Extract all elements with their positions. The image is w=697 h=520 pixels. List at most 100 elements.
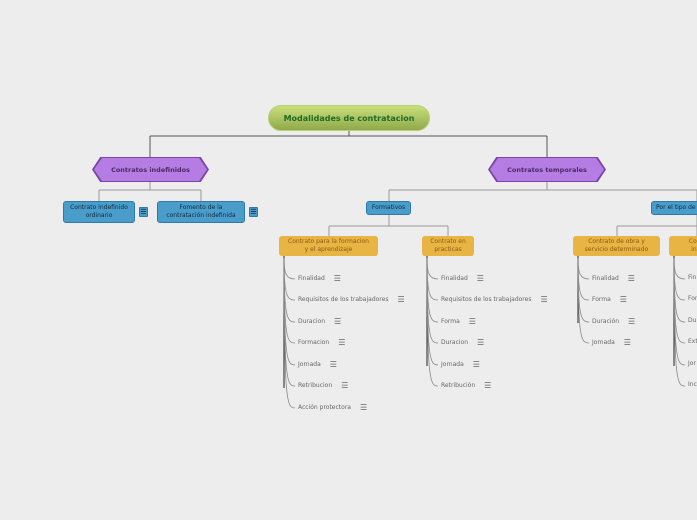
notes-icon[interactable]: ☰ [329, 360, 337, 369]
item-label: Finalidad [298, 275, 325, 282]
list-item[interactable]: Formacion ☰ [298, 338, 345, 347]
notes-icon[interactable]: ☰ [338, 338, 346, 347]
notes-icon[interactable]: ☰ [484, 381, 492, 390]
list-item[interactable]: Du [688, 317, 696, 324]
notes-icon[interactable]: ☰ [628, 317, 636, 326]
label-line: Contrato en [430, 238, 466, 246]
contract-node[interactable]: Contrainteri [669, 236, 697, 256]
item-label: Forma [441, 318, 460, 325]
list-item[interactable]: Requisitos de los trabajadores ☰ [298, 295, 405, 304]
item-label: Du [688, 317, 697, 324]
label-line: practicas [434, 246, 462, 253]
notes-icon[interactable]: ☰ [397, 295, 405, 304]
item-label: Retribución [441, 382, 476, 389]
list-item[interactable]: Fin [688, 274, 696, 281]
label-line: servicio determinado [584, 246, 649, 253]
item-label: Requisitos de los trabajadores [298, 296, 389, 303]
notes-icon[interactable]: ☰ [468, 317, 476, 326]
item-connector [426, 257, 439, 280]
notes-icon[interactable]: ☰ [623, 338, 631, 347]
list-item[interactable]: Duracion☰ [441, 338, 484, 347]
list-item[interactable]: Retribución ☰ [441, 381, 491, 390]
item-connector [673, 257, 686, 366]
temporales-connector [388, 180, 697, 201]
list-item[interactable]: Jornada☰ [592, 338, 631, 347]
item-label: Retribucion [298, 382, 333, 389]
indefinidos-label: Contratos indefinidos [111, 165, 190, 174]
list-item[interactable]: Finalidad ☰ [298, 274, 341, 283]
list-item[interactable]: Acción protectora ☰ [298, 403, 367, 412]
list-item[interactable]: For [688, 295, 697, 302]
item-label: Finalidad [441, 275, 468, 282]
label-line: Contrato para la formacion [288, 238, 369, 246]
notes-icon[interactable]: ☰ [334, 317, 342, 326]
item-label: Formacion [298, 339, 330, 346]
item-connector [673, 257, 686, 344]
list-item[interactable]: Forma ☰ [592, 295, 627, 304]
item-label: Finalidad [592, 275, 619, 282]
item-label: Duracion [298, 318, 326, 325]
list-item[interactable]: Jornada ☰ [441, 360, 480, 369]
notes-icon[interactable]: ☰ [333, 274, 341, 283]
label-line: Contra [688, 238, 697, 246]
label-line: ordinario [85, 212, 113, 219]
notes-icon[interactable]: ☰ [139, 207, 148, 217]
label-line: interi [691, 246, 697, 253]
item-label: Requisitos de los trabajadores [441, 296, 532, 303]
indefinidos-connector [98, 180, 202, 201]
list-item[interactable]: Inc [688, 381, 697, 388]
list-item[interactable]: Requisitos de los trabajadores ☰ [441, 295, 548, 304]
label-line: Contrato indefinido [70, 204, 128, 212]
item-label: Duración [592, 318, 620, 325]
item-connector [577, 257, 590, 344]
tipo-label: Por el tipo de [656, 204, 696, 212]
list-item[interactable]: Finalidad ☰ [441, 274, 484, 283]
list-item[interactable]: Jornada ☰ [298, 360, 337, 369]
notes-icon[interactable]: ☰ [341, 381, 349, 390]
list-item[interactable]: Ext [688, 338, 697, 345]
item-connector [283, 257, 296, 409]
notes-icon[interactable]: ☰ [477, 338, 485, 347]
formativos-connector [328, 215, 449, 236]
list-item[interactable]: Jor [688, 360, 696, 367]
notes-icon[interactable]: ☰ [476, 274, 484, 283]
notes-icon[interactable]: ☰ [619, 295, 627, 304]
item-connector [426, 257, 439, 366]
notes-icon[interactable]: ☰ [359, 403, 368, 412]
item-label: Ext [688, 338, 697, 345]
item-label: Jornada [441, 361, 464, 368]
notes-icon[interactable]: ☰ [249, 207, 258, 217]
item-connector [283, 257, 296, 366]
list-item[interactable]: Duración ☰ [592, 317, 635, 326]
list-item[interactable]: Duracion ☰ [298, 317, 341, 326]
item-connector [577, 257, 590, 280]
list-item[interactable]: Finalidad ☰ [592, 274, 635, 283]
root-label: Modalidades de contratacion [283, 113, 415, 123]
notes-icon[interactable]: ☰ [540, 295, 548, 304]
notes-icon[interactable]: ☰ [627, 274, 635, 283]
tipo-node[interactable]: Por el tipo de [651, 201, 697, 215]
list-item[interactable]: Retribucion ☰ [298, 381, 348, 390]
formativos-node[interactable]: Formativos [366, 201, 411, 215]
list-item[interactable]: Forma ☰ [441, 317, 476, 326]
item-label: Forma [592, 296, 611, 303]
item-label: Acción protectora [298, 404, 351, 411]
item-label: Jornada [298, 361, 321, 368]
item-label: Inc [688, 381, 697, 388]
notes-icon[interactable]: ☰ [472, 360, 480, 369]
label-line: Contrato de obra y [588, 238, 645, 246]
root-connector [149, 131, 548, 158]
temporales-node[interactable]: Contratos temporales [490, 158, 604, 181]
item-label: For [688, 295, 697, 302]
label-line: y el aprendizaje [304, 246, 353, 253]
indefinidos-node[interactable]: Contratos indefinidos [94, 158, 207, 181]
root-node[interactable]: Modalidades de contratacion [268, 105, 430, 131]
label-line: Fomento de la [179, 204, 223, 212]
item-label: Fin [688, 274, 697, 281]
